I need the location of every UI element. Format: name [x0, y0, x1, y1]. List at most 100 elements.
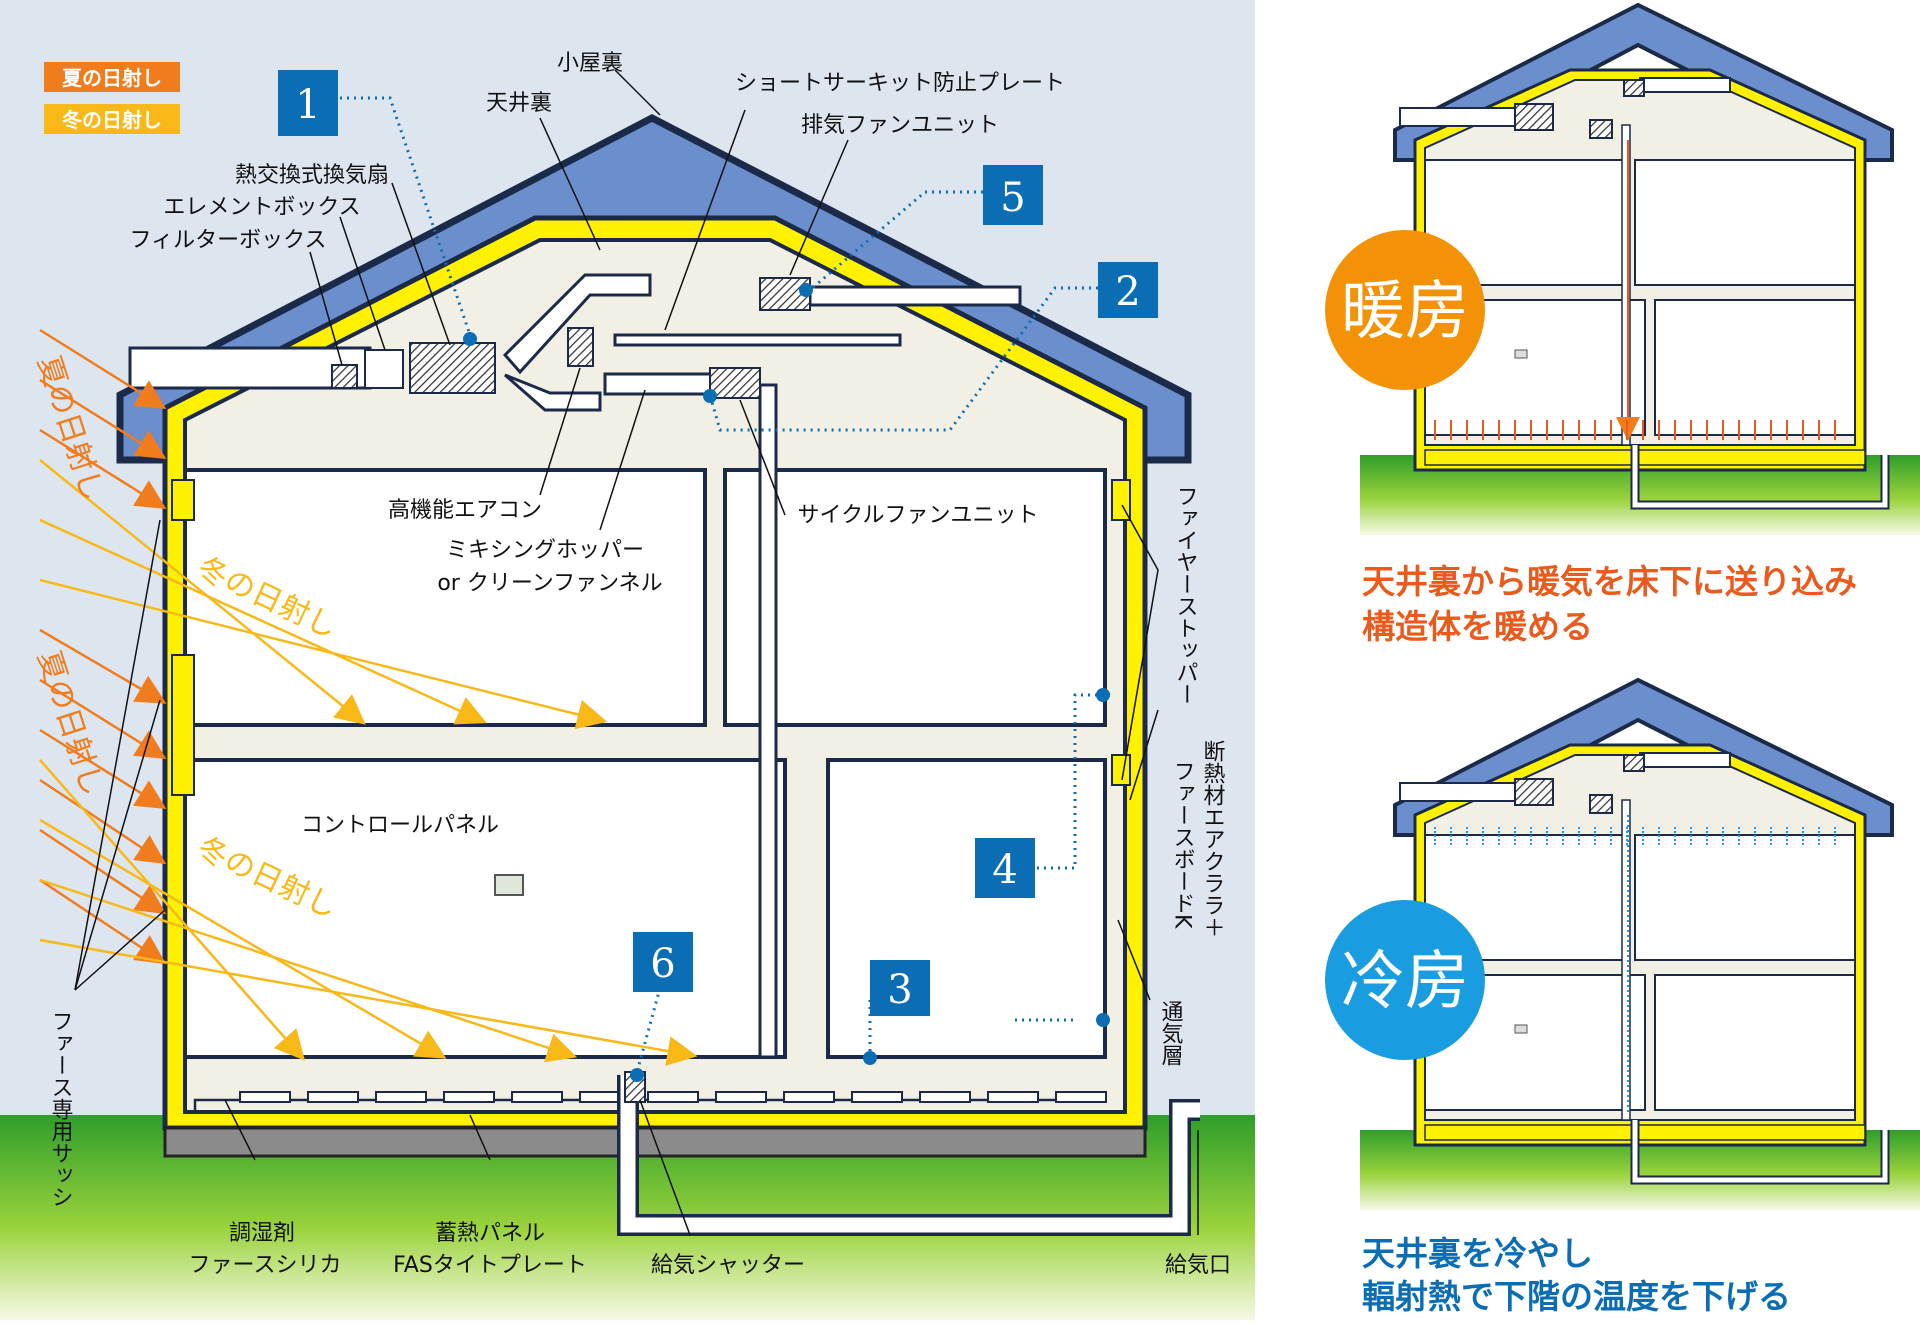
summer-ray: [39, 628, 167, 704]
legend-winter-label: 冬の日射し: [62, 108, 162, 132]
callout-dots: [463, 283, 1110, 1082]
callout-2[interactable]: 2: [1098, 262, 1158, 318]
label-vent-layer: 通気層: [1158, 1000, 1184, 1066]
summer-ray: [39, 828, 167, 915]
winter-ray: [39, 759, 305, 1061]
winter-ray: [39, 938, 698, 1066]
heating-mode-title: 暖房: [1341, 275, 1469, 349]
callout-4[interactable]: 4: [975, 838, 1035, 898]
cooling-mini-diagram: [1360, 677, 1920, 1210]
heat-panel: [1055, 1091, 1107, 1103]
label-koyaura: 小屋裏: [557, 51, 623, 76]
mini-fan: [1623, 79, 1645, 97]
fire-stopper-left-mid: [171, 654, 195, 796]
callout-4-label: 4: [992, 847, 1017, 893]
callout-6[interactable]: 6: [633, 932, 693, 992]
label-clean-funnel: or クリーンファンネル: [437, 571, 662, 596]
winter-ray: [39, 878, 578, 1063]
heating-mode-badge: 暖房: [1325, 230, 1485, 390]
mini-room: [1654, 974, 1856, 1111]
summer-ray: [39, 678, 167, 759]
summer-ray: [39, 878, 167, 965]
label-supply-port: 給気口: [1165, 1253, 1231, 1278]
callout-5[interactable]: 5: [983, 165, 1043, 225]
heat-panel: [987, 1091, 1039, 1103]
heat-panel: [715, 1091, 767, 1103]
high-performance-aircon: [567, 327, 594, 367]
filter-box: [331, 364, 358, 389]
mini-control-panel: [1514, 1024, 1528, 1034]
mini-duct: [1399, 782, 1531, 802]
label-filter-box: フィルターボックス: [130, 228, 327, 253]
control-panel: [494, 874, 524, 896]
cooling-caption-line2: 輻射熱で下階の温度を下げる: [1362, 1277, 1791, 1316]
mini-duct: [1639, 77, 1731, 93]
label-tenjouura: 天井裏: [486, 91, 552, 116]
label-fas-tight-plate: FASタイトプレート: [393, 1253, 587, 1278]
mini-fan: [1514, 778, 1554, 806]
summer-ray: [39, 428, 167, 509]
callout-1-label: 1: [295, 82, 320, 128]
label-fire-stopper: ファイヤーストッパー: [1173, 485, 1198, 705]
label-heat-panel: 蓄熱パネル: [435, 1221, 545, 1246]
callout-6-label: 6: [650, 941, 675, 987]
exhaust-outlet-duct: [808, 285, 1022, 307]
mini-pipe: [1632, 1120, 1888, 1183]
heat-panel: [443, 1091, 495, 1103]
mini-room: [1654, 299, 1856, 436]
callout-5-label: 5: [1000, 175, 1025, 221]
vertical-supply-duct: [758, 383, 778, 1059]
callout-1[interactable]: 1: [278, 70, 338, 136]
summer-ray: [39, 728, 167, 809]
cooling-mode-badge: 冷房: [1325, 900, 1485, 1060]
element-box: [364, 349, 404, 389]
summer-ray: [39, 778, 167, 865]
mini-fan: [1589, 794, 1613, 814]
mini-underfloor: [1424, 449, 1866, 466]
fire-stopper-right-mid: [1111, 754, 1131, 786]
label-fas-silica: ファースシリカ: [189, 1253, 342, 1278]
heat-panel: [375, 1091, 427, 1103]
heating-caption-line1: 天井裏から暖気を床下に送り込み: [1362, 562, 1857, 601]
cooling-caption-line1: 天井裏を冷やし: [1362, 1234, 1593, 1273]
exhaust-duct-bend: [502, 273, 652, 375]
heat-exchange-fan: [409, 342, 496, 394]
mini-underfloor: [1424, 1124, 1866, 1141]
label-high-performance-aircon: 高機能エアコン: [388, 498, 542, 523]
label-humidity-agent: 調湿剤: [229, 1221, 295, 1246]
mini-fan: [1589, 119, 1613, 139]
mini-vertical-duct: [1621, 799, 1631, 1121]
heating-caption-line2: 構造体を暖める: [1362, 607, 1593, 646]
heating-mini-diagram: [1360, 2, 1920, 535]
short-circuit-plate: [613, 333, 902, 347]
supply-duct-bend: [504, 373, 602, 412]
heat-panel: [307, 1091, 359, 1103]
label-supply-shutter: 給気シャッター: [651, 1253, 805, 1278]
mini-room: [1634, 159, 1856, 286]
label-leaders: [74, 69, 1199, 1236]
winter-ray: [39, 818, 447, 1059]
callout-leaders: [340, 96, 1110, 1073]
mini-fan: [1623, 754, 1645, 772]
mini-duct: [1639, 752, 1731, 768]
callout-3[interactable]: 3: [870, 960, 930, 1016]
sun-rays: [39, 328, 698, 1066]
cooling-mode-title: 冷房: [1341, 945, 1469, 1019]
label-control-panel: コントロールパネル: [301, 813, 499, 838]
room-lower-left: [183, 758, 787, 1059]
legend-summer: [44, 62, 180, 92]
underground-supply-pipe: [620, 1075, 1200, 1233]
mini-vertical-duct: [1621, 124, 1631, 446]
summer-ray: [39, 328, 167, 409]
summer-ray: [39, 378, 167, 459]
attic-ducts: [128, 273, 1022, 1059]
label-short-circuit-plate: ショートサーキット防止プレート: [735, 71, 1065, 96]
label-cycle-fan-unit: サイクルファンユニット: [798, 503, 1039, 528]
legend-summer-label: 夏の日射し: [62, 66, 162, 90]
label-element-box: エレメントボックス: [163, 195, 360, 220]
fire-stopper-left-top: [171, 479, 195, 521]
mini-room: [1634, 834, 1856, 961]
label-exhaust-fan-unit: 排気ファンユニット: [801, 113, 999, 138]
mini-fan: [1514, 103, 1554, 131]
